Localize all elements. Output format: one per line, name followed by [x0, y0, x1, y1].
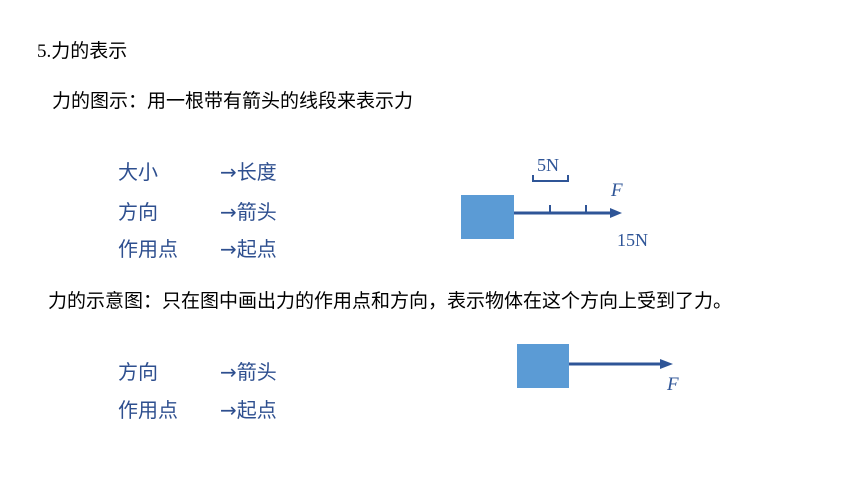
- schematic-row-value: →起点: [220, 398, 277, 422]
- schematic-force-label: F: [666, 374, 679, 395]
- schematic-row-label: 方向: [118, 360, 158, 384]
- schematic-row-label: 作用点: [118, 398, 178, 422]
- graphic-row-value: →起点: [220, 237, 277, 261]
- schematic-arrow-head: [660, 359, 673, 369]
- section-title: 5.力的表示: [37, 36, 127, 63]
- force-graphic-heading: 力的图示：用一根带有箭头的线段来表示力: [52, 90, 414, 112]
- graphic-row-label: 作用点: [118, 237, 178, 261]
- graphic-row-label: 方向: [118, 200, 158, 224]
- section-number: 5.: [37, 41, 52, 62]
- scale-bracket: [532, 175, 569, 182]
- force-schematic-heading: 力的示意图：只在图中画出力的作用点和方向，表示物体在这个方向上受到了力。: [48, 290, 733, 312]
- object-block: [461, 195, 514, 239]
- graphic-row-label: 大小: [118, 160, 158, 184]
- schematic-row-value: →箭头: [220, 360, 277, 384]
- magnitude-label: 15N: [617, 230, 648, 250]
- force-arrow-head: [610, 208, 622, 218]
- force-label: F: [610, 180, 623, 201]
- section-title-text: 力的表示: [51, 40, 128, 62]
- scale-label: 5N: [537, 155, 559, 175]
- graphic-row-value: →长度: [220, 160, 277, 184]
- graphic-row-value: →箭头: [220, 200, 277, 224]
- schematic-object-block: [517, 344, 569, 388]
